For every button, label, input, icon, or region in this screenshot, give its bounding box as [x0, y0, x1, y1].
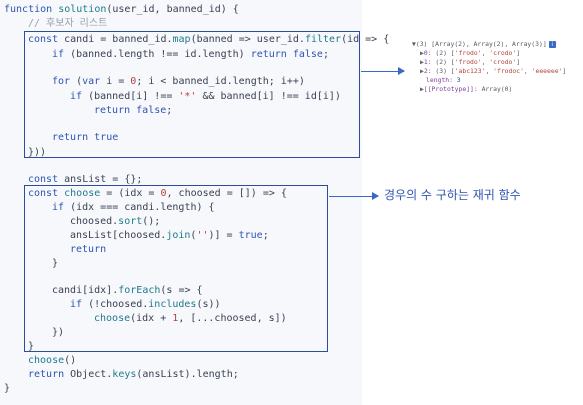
- code-line-1: function solution(user_id, banned_id) {: [4, 4, 239, 15]
- annotation-arrow-icon: [329, 192, 379, 200]
- code-line-21: }: [28, 341, 35, 352]
- console-prototype[interactable]: ▶[[Prototype]]: Array(0): [420, 85, 513, 93]
- info-icon: i: [548, 40, 556, 48]
- code-line-7: return false;: [94, 105, 173, 116]
- console-length: length: 3: [426, 76, 461, 84]
- code-line-12: if (idx === candi.length) {: [52, 202, 215, 213]
- code-line-13: choosed.sort();: [70, 216, 161, 227]
- recursive-function-annotation: 경우의 수 구하는 재귀 함수: [384, 188, 521, 202]
- code-editor: function solution(user_id, banned_id) { …: [4, 4, 390, 394]
- code-line-3: const candi = banned_id.map(banned => us…: [28, 34, 390, 45]
- code-line-5: for (var i = 0; i < banned_id.length; i+…: [52, 76, 305, 87]
- code-comment: // 후보자 리스트: [28, 18, 108, 29]
- expand-triangle-icon: ▶: [420, 85, 424, 93]
- code-line-16: }: [52, 258, 59, 269]
- expand-triangle-icon: ▶: [420, 67, 424, 75]
- code-line-19: choose(idx + 1, [...choosed, s]): [94, 313, 287, 324]
- code-line-20: }): [52, 327, 65, 338]
- code-line-9: })): [28, 147, 47, 158]
- code-line-17: candi[idx].forEach(s => {: [52, 285, 203, 296]
- expand-triangle-icon: ▶: [420, 49, 424, 57]
- code-line-11: const choose = (idx = 0, choosed = []) =…: [28, 188, 287, 199]
- console-row-1[interactable]: ▶1: (2) ['frodo', 'crodo']: [420, 58, 521, 66]
- code-line-4: if (banned.length !== id.length) return …: [52, 49, 329, 60]
- choose-highlight-box: [24, 185, 328, 352]
- candi-highlight-box: [24, 31, 360, 158]
- code-line-23: return Object.keys(ansList).length;: [28, 369, 239, 380]
- code-line-14: ansList[choosed.join('')] = true;: [70, 230, 269, 241]
- expand-triangle-icon: ▶: [420, 58, 424, 66]
- code-line-6: if (banned[i] !== '*' && banned[i] !== i…: [70, 91, 341, 102]
- code-line-15: return: [70, 244, 107, 255]
- console-row-0[interactable]: ▶0: (2) ['frodo', 'crodo']: [420, 49, 521, 57]
- console-arrow-icon: [361, 67, 405, 75]
- console-output: ▼(3) [Array(2), Array(2), Array(3)]i ▶0:…: [412, 40, 580, 94]
- code-line-22: choose(): [28, 355, 77, 366]
- code-line-8: return true: [52, 132, 119, 143]
- code-line-24: }: [4, 383, 11, 394]
- code-line-18: if (!choosed.includes(s)): [70, 299, 221, 310]
- console-header[interactable]: ▼(3) [Array(2), Array(2), Array(3)]i: [412, 40, 580, 49]
- code-line-10: const ansList = {};: [28, 174, 143, 185]
- console-row-2[interactable]: ▶2: (3) ['abc123', 'frodoc', 'eeeeee']: [420, 67, 567, 75]
